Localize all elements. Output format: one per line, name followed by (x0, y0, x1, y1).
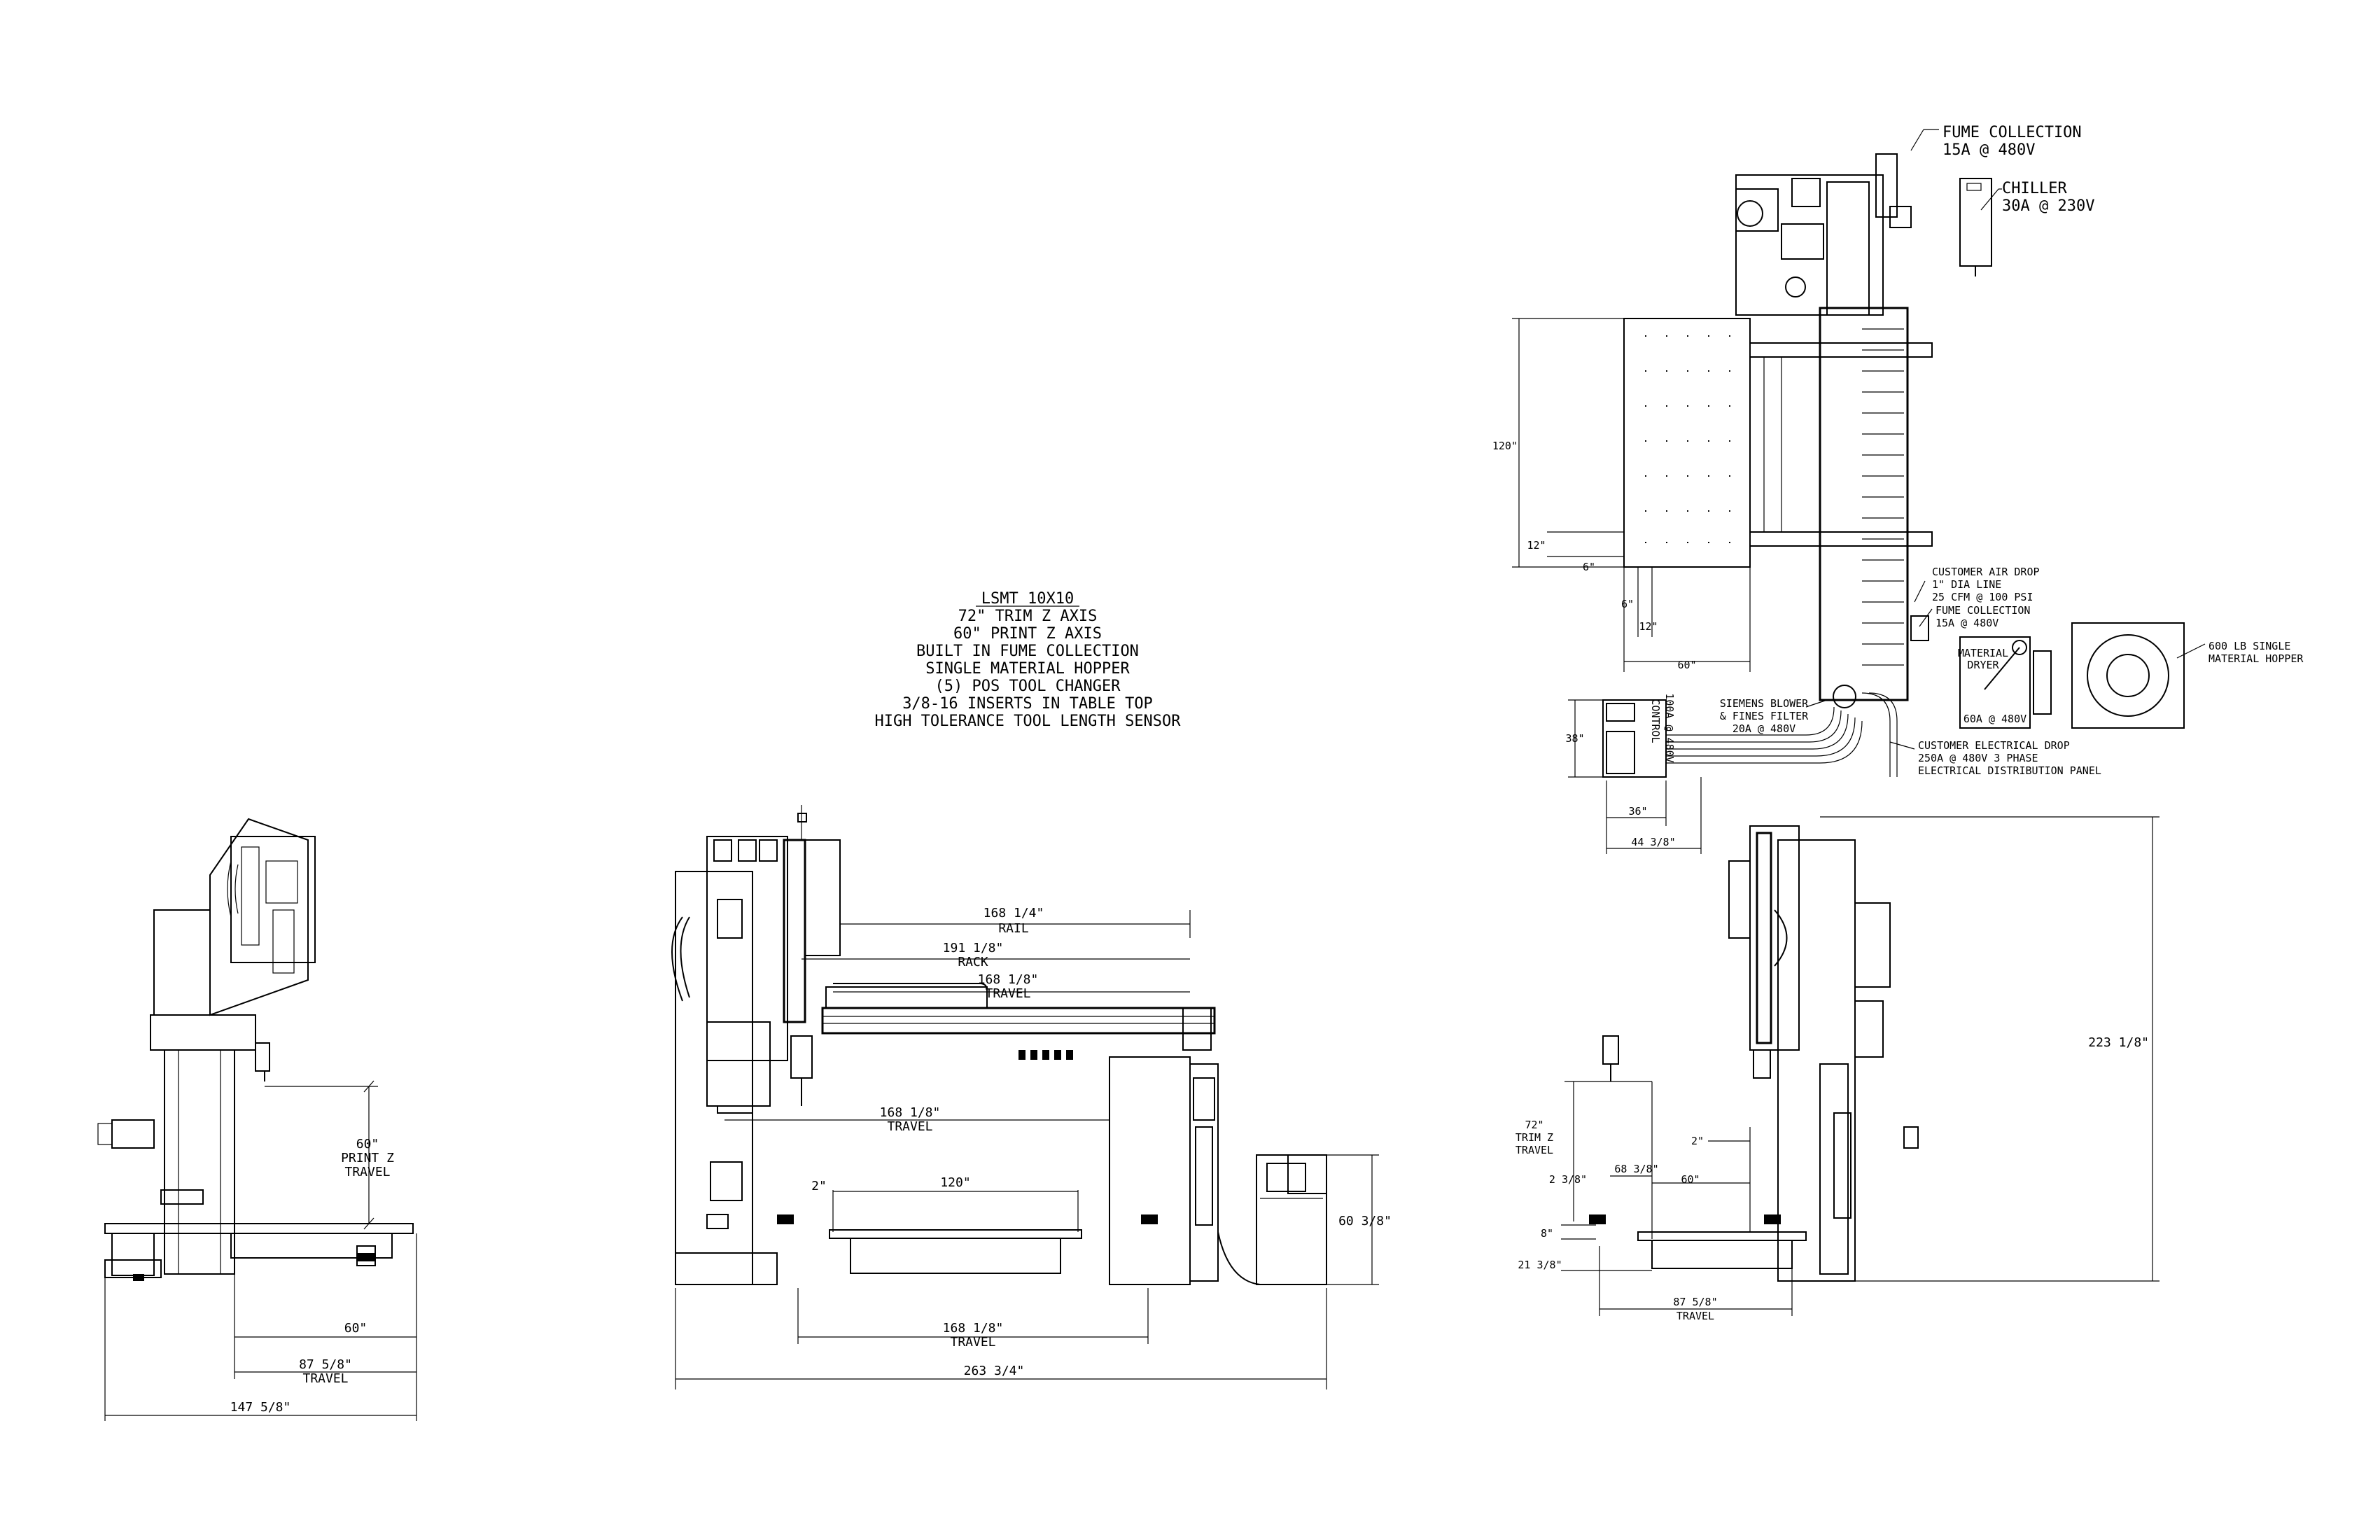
dim-label: RAIL (998, 921, 1029, 936)
air-drop-label: CUSTOMER AIR DROP (1932, 566, 2040, 578)
fume-mid-label: 15A @ 480V (1935, 617, 1998, 629)
dryer-amp-label: 60A @ 480V (1963, 713, 2026, 725)
dim-label: TRAVEL (1676, 1310, 1714, 1322)
hopper-label: 600 LB SINGLE (2208, 640, 2290, 652)
fume-top-label: FUME COLLECTION (1942, 124, 2082, 141)
dim-label: 68 3/8" (1614, 1163, 1658, 1175)
front-view: 168 1/4" RAIL 191 1/8" RACK 168 1/8" TRA… (671, 805, 1392, 1390)
chiller-label: CHILLER (2002, 180, 2067, 197)
elec-drop-label: CUSTOMER ELECTRICAL DROP (1918, 739, 2070, 752)
dim-label: 60" (1677, 659, 1696, 671)
air-drop-label: 25 CFM @ 100 PSI (1932, 591, 2033, 603)
tool-changer (1018, 1050, 1073, 1060)
spec-line: HIGH TOLERANCE TOOL LENGTH SENSOR (874, 713, 1181, 730)
dim-label: 223 1/8" (2088, 1035, 2149, 1050)
spec-block: LSMT 10X10 72" TRIM Z AXIS 60" PRINT Z A… (874, 590, 1181, 730)
siemens-label: 20A @ 480V (1732, 722, 1795, 735)
spec-line: 3/8-16 INSERTS IN TABLE TOP (902, 695, 1153, 713)
spec-line: (5) POS TOOL CHANGER (935, 678, 1121, 695)
dim-label: 168 1/8" (880, 1105, 941, 1120)
dryer-label: DRYER (1967, 659, 1999, 671)
elec-drop-label: ELECTRICAL DISTRIBUTION PANEL (1918, 764, 2101, 777)
dim-label: 72" (1525, 1119, 1544, 1131)
dim-label: 191 1/8" (943, 941, 1004, 955)
siemens-label: & FINES FILTER (1720, 710, 1809, 722)
dim-label: TRAVEL (950, 1335, 995, 1350)
dim-label: 60" (1681, 1173, 1700, 1186)
dim-label: 12" (1639, 620, 1658, 633)
dim-label: 12" (1527, 539, 1546, 552)
spec-line: 72" TRIM Z AXIS (958, 608, 1098, 625)
fume-mid-label: FUME COLLECTION (1935, 604, 2030, 617)
air-drop-label: 1" DIA LINE (1932, 578, 2001, 591)
spec-line: 60" PRINT Z AXIS (953, 625, 1102, 643)
dim-label: TRAVEL (1516, 1144, 1553, 1156)
dim-label: TRAVEL (887, 1119, 932, 1134)
dim-label: 60" (356, 1137, 379, 1152)
dim-label: PRINT Z (341, 1151, 394, 1166)
dim-label: 36" (1628, 805, 1647, 818)
dim-label: 2" (1691, 1135, 1704, 1147)
spec-title: LSMT 10X10 (981, 590, 1074, 608)
dim-label: 6" (1621, 598, 1634, 610)
dim-label: 120" (940, 1175, 970, 1190)
dim-label: 2" (811, 1179, 827, 1194)
spec-line: SINGLE MATERIAL HOPPER (925, 660, 1130, 678)
side-view-right: 72" TRIM Z TRAVEL 68 3/8" 2" 2 3/8" 60" … (1516, 816, 2160, 1322)
dim-label: 120" (1492, 440, 1518, 452)
dim-label: 147 5/8" (230, 1400, 291, 1415)
spec-line: BUILT IN FUME COLLECTION (916, 643, 1139, 660)
control-label: CONTROL (1649, 699, 1662, 743)
dim-label: 168 1/4" (983, 906, 1044, 920)
dryer-label: MATERIAL (1958, 647, 2008, 659)
dim-label: 60 3/8" (1338, 1214, 1392, 1228)
dim-label: 87 5/8" (299, 1357, 352, 1372)
dim-label: 38" (1565, 732, 1584, 745)
dim-label: 168 1/8" (943, 1321, 1004, 1336)
dim-label: 87 5/8" (1673, 1296, 1717, 1308)
dim-label: TRAVEL (344, 1165, 390, 1180)
elec-drop-label: 250A @ 480V 3 PHASE (1918, 752, 2038, 764)
dim-label: 8" (1541, 1227, 1553, 1240)
siemens-label: SIEMENS BLOWER (1720, 697, 1809, 710)
dim-label: TRAVEL (302, 1371, 348, 1386)
dim-label: 168 1/8" (978, 972, 1039, 987)
dim-label: RACK (958, 955, 988, 969)
dim-label: TRIM Z (1516, 1131, 1553, 1144)
dim-label: TRAVEL (985, 986, 1030, 1001)
hopper-label: MATERIAL HOPPER (2208, 652, 2304, 665)
dim-label: 60" (344, 1321, 368, 1336)
fume-top-label: 15A @ 480V (1942, 141, 2035, 159)
dim-label: 263 3/4" (964, 1364, 1025, 1378)
side-view-left: 60" PRINT Z TRAVEL 60" 87 5/8" TRAVEL 14… (97, 818, 417, 1421)
chiller-label: 30A @ 230V (2002, 197, 2094, 215)
plan-view: 120" 12" 6" 6" 12" 60" 38" 36" 44 3/8" C… (1492, 124, 2304, 854)
cable-chain (1862, 328, 1904, 666)
dim-label: 21 3/8" (1518, 1259, 1562, 1271)
dim-label: 6" (1583, 561, 1595, 573)
table-insert-grid (1645, 335, 1730, 543)
control-label: 100A @ 480V (1663, 693, 1676, 762)
dim-label: 44 3/8" (1631, 836, 1675, 848)
dim-label: 2 3/8" (1549, 1173, 1587, 1186)
